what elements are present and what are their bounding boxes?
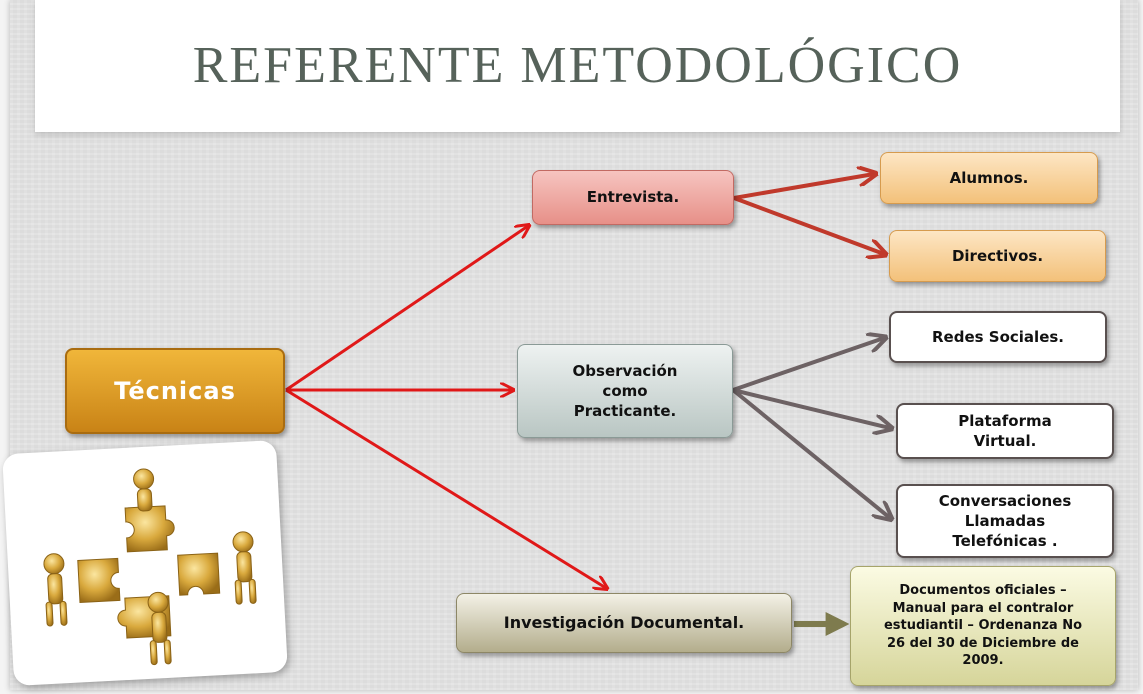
node-observacion-line-2: como — [602, 381, 648, 400]
slide-title: REFERENTE METODOLÓGICO — [192, 37, 963, 94]
node-plataforma-virtual: Plataforma Virtual. — [896, 403, 1114, 459]
arrow-tecnicas-entrevista — [285, 226, 528, 392]
node-observacion-line-3: Practicante. — [573, 402, 677, 421]
node-documentos-line-5: 2009. — [962, 653, 1004, 669]
node-plataforma-line-1: Plataforma — [958, 411, 1052, 430]
node-observacion: Observación como Practicante. — [517, 344, 733, 438]
puzzle-people-image — [2, 439, 288, 687]
node-entrevista: Entrevista. — [532, 170, 734, 225]
node-plataforma-line-2: Virtual. — [973, 432, 1037, 450]
node-tecnicas: Técnicas — [65, 348, 285, 434]
title-band: REFERENTE METODOLÓGICO — [35, 0, 1120, 132]
node-conversaciones-line-1: Conversaciones — [938, 491, 1072, 510]
node-observacion-line-1: Observación — [572, 361, 678, 380]
node-investigacion-documental: Investigación Documental. — [456, 593, 792, 653]
node-alumnos: Alumnos. — [880, 152, 1098, 204]
arrow-observacion-plataforma — [732, 388, 890, 428]
arrow-entrevista-alumnos — [733, 174, 874, 200]
node-documentos-line-4: 26 del 30 de Diciembre de — [887, 635, 1079, 651]
arrow-observacion-redes — [732, 338, 884, 392]
node-directivos: Directivos. — [889, 230, 1106, 282]
node-conversaciones-line-3: Telefónicas . — [952, 532, 1058, 551]
node-documentos-line-2: Manual para el contralor — [892, 600, 1074, 616]
node-documentos-oficiales: Documentos oficiales – Manual para el co… — [850, 566, 1116, 686]
arrow-observacion-conversaciones — [731, 388, 890, 518]
arrow-tecnicas-investigacion — [285, 388, 606, 588]
arrow-entrevista-directivos — [733, 196, 884, 254]
node-documentos-line-3: estudiantil – Ordenanza No — [883, 618, 1083, 634]
node-redes-sociales: Redes Sociales. — [889, 311, 1107, 363]
node-conversaciones-line-2: Llamadas — [964, 511, 1046, 530]
node-conversaciones: Conversaciones Llamadas Telefónicas . — [896, 484, 1114, 558]
node-documentos-line-1: Documentos oficiales – — [899, 583, 1067, 599]
puzzle-people-icon — [43, 468, 257, 666]
